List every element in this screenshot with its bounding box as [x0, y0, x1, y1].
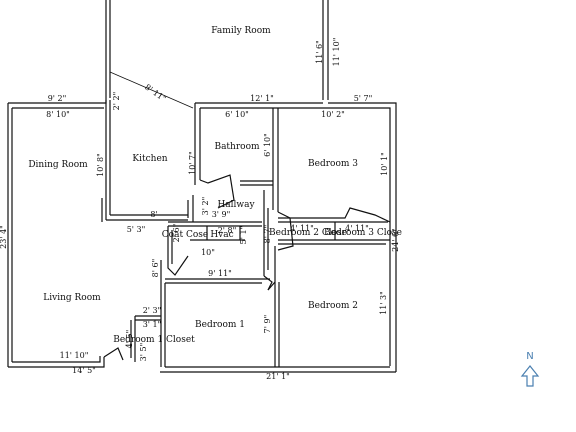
- bedroom1-walls: [103, 226, 270, 367]
- dim-living-vertical: 8' 6": [151, 259, 160, 278]
- dim-closet-c: 3' 5": [139, 343, 148, 362]
- dim-hall-left: 5' 3": [127, 225, 146, 234]
- dim-bottom-right: 21' 1": [266, 372, 290, 381]
- label-hallway: Hallway: [217, 200, 255, 210]
- dim-bed3-closet-width: 4' 11": [345, 224, 369, 233]
- dim-bed1-top: 9' 11": [208, 269, 232, 278]
- label-living-room: Living Room: [43, 293, 101, 303]
- dim-top-mid: 12' 1": [250, 94, 274, 103]
- dim-top-left: 9' 2": [48, 94, 67, 103]
- dim-bed3-width: 10' 2": [321, 110, 345, 119]
- dim-hall-bottom: 10": [201, 248, 215, 257]
- dim-dining-width: 8' 10": [46, 110, 70, 119]
- dim-living-small: 2' 3": [143, 306, 162, 315]
- dim-hall-vertical: 3' 2": [201, 197, 210, 216]
- dim-bath-width: 6' 10": [225, 110, 249, 119]
- label-bedroom-3: Bedroom 3: [308, 159, 358, 169]
- dim-top-kitchen-vertical: 2' 2": [112, 92, 121, 111]
- north-label: N: [526, 351, 533, 362]
- outer-walls: [7, 100, 397, 373]
- dim-left-total: 23' 4": [0, 225, 8, 249]
- dim-family-right-b: 11' 10": [332, 38, 341, 67]
- dim-kitchen-height: 10' 7": [188, 151, 197, 175]
- label-coat-closet: Coat Cose: [162, 230, 208, 240]
- bedroom3-walls: [278, 207, 391, 245]
- label-kitchen: Kitchen: [132, 154, 167, 164]
- dim-bottom-left: 14' 5": [72, 366, 96, 375]
- label-bathroom: Bathroom: [214, 142, 260, 152]
- dim-closet-a: 3' 1": [143, 320, 162, 329]
- bathroom-walls: [194, 103, 279, 212]
- label-bedroom-2-closet: Bedroom 2 Close: [269, 228, 347, 238]
- dim-hall-width: 3' 9": [212, 210, 231, 219]
- hallway-walls: [168, 190, 294, 291]
- family-room-walls: [105, 0, 329, 100]
- north-arrow-icon: [520, 365, 540, 387]
- dim-dining-height: 10' 8": [96, 153, 105, 177]
- label-dining-room: Dining Room: [28, 160, 88, 170]
- dim-bed1-height: 7' 9": [263, 315, 272, 334]
- label-bedroom-1-closet: Bedroom 1 Closet: [113, 335, 195, 345]
- dim-coat-width: 2' 6": [172, 224, 181, 243]
- dim-bed2-closet-width: 4' 11": [290, 224, 314, 233]
- dim-top-right: 5' 7": [354, 94, 373, 103]
- kitchen-walls: [101, 71, 194, 222]
- label-bedroom-1: Bedroom 1: [195, 320, 245, 330]
- dim-bed3-height: 10' 1": [380, 152, 389, 176]
- dim-hvac-width: 2' 8": [218, 226, 237, 235]
- dim-living-width: 11' 10": [60, 351, 89, 360]
- dim-closet-b: 4' 5": [125, 330, 134, 349]
- label-bedroom-2: Bedroom 2: [308, 301, 358, 311]
- dim-kitchen-bottom: 8': [150, 210, 157, 219]
- dim-hall-vertical-2: 8' 7": [263, 225, 272, 244]
- north-compass: N: [520, 351, 540, 387]
- dim-hvac-small: 5' 1": [239, 226, 248, 245]
- label-hvac: Hvac: [210, 230, 233, 240]
- dim-bath-height: 6' 10": [263, 133, 272, 157]
- bedroom2-walls: [267, 246, 280, 367]
- label-bedroom-3-closet: Bedroom 3 Close: [324, 228, 402, 238]
- dim-kitchen-diagonal: 8' 11": [143, 82, 168, 103]
- dim-right-total: 24' 6": [391, 228, 400, 252]
- label-family-room: Family Room: [211, 26, 271, 36]
- dim-family-right-a: 11' 6": [315, 40, 324, 64]
- dim-bed2-height: 11' 3": [379, 291, 388, 315]
